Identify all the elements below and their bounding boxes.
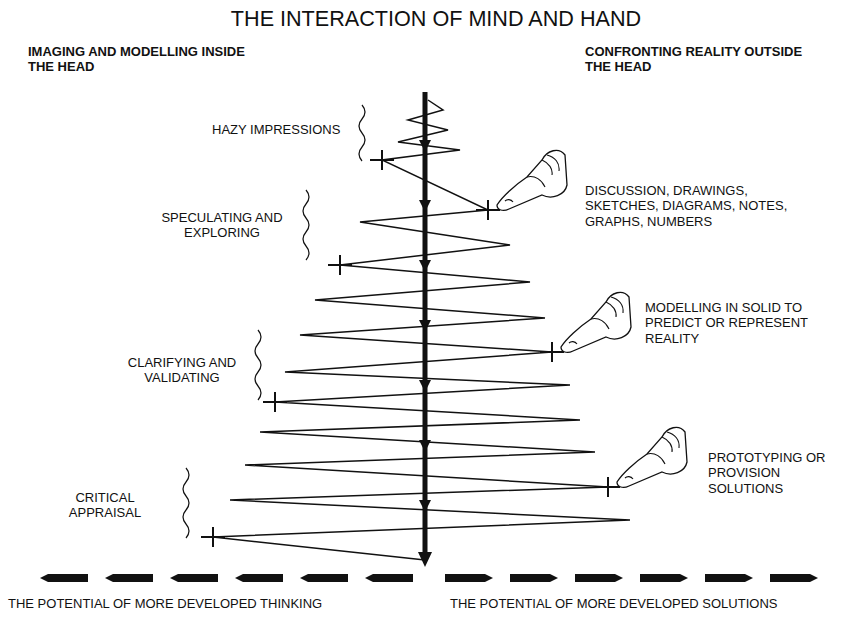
cross-marks — [201, 150, 620, 547]
axis-caption: THE POTENTIAL OF MORE DEVELOPED SOLUTION… — [450, 596, 777, 611]
activity-label: MODELLING IN SOLID TO PREDICT OR REPRESE… — [645, 300, 815, 346]
pointing-hand — [497, 150, 567, 210]
zigzag-line — [213, 100, 630, 560]
column-heading: CONFRONTING REALITY OUTSIDE THE HEAD — [585, 44, 820, 75]
squiggle-bracket — [183, 105, 365, 538]
activity-label: PROTOTYPING OR PROVISION SOLUTIONS — [708, 450, 828, 496]
central-axis — [418, 92, 432, 567]
pointing-hand — [561, 292, 631, 352]
pointing-hand — [617, 427, 687, 487]
axis-caption: THE POTENTIAL OF MORE DEVELOPED THINKING — [8, 596, 322, 611]
stage-label: SPECULATING AND EXPLORING — [158, 210, 286, 241]
stage-label: CRITICAL APPRAISAL — [55, 490, 155, 521]
column-heading: IMAGING AND MODELLING INSIDE THE HEAD — [28, 44, 258, 75]
stage-label: CLARIFYING AND VALIDATING — [118, 355, 246, 386]
activity-label: DISCUSSION, DRAWINGS, SKETCHES, DIAGRAMS… — [585, 183, 795, 229]
stage-label: HAZY IMPRESSIONS — [212, 122, 340, 137]
diagram-title: THE INTERACTION OF MIND AND HAND — [4, 6, 864, 31]
direction-arrows — [40, 574, 818, 582]
